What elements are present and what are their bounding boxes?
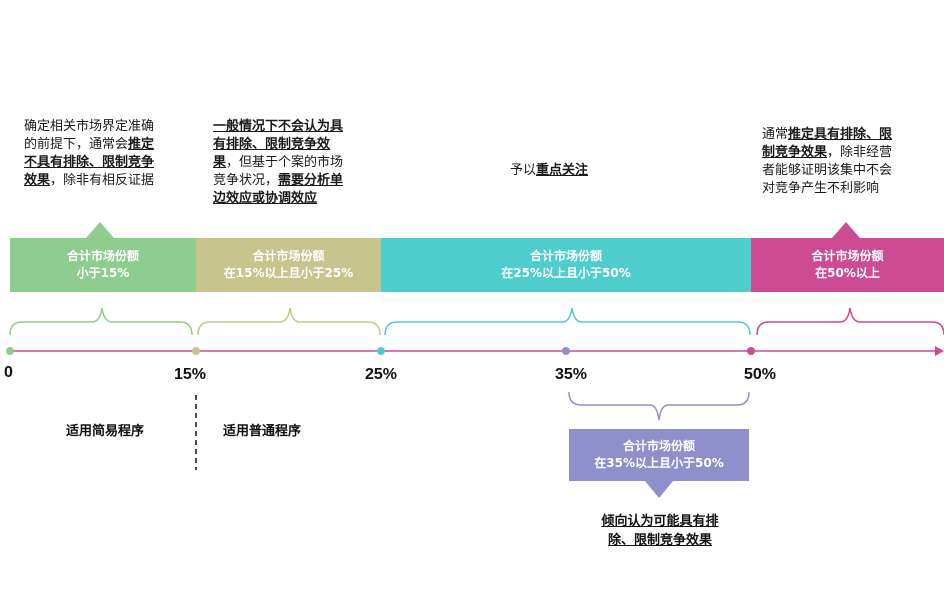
bar-seg1-title: 合计市场份额 xyxy=(66,249,139,263)
bar-seg1: 合计市场份额 小于15% xyxy=(10,238,196,292)
desc-seg4: 通常推定具有排除、限 制竞争效果，除非经营 者能够证明该集中不会 对竞争产生不利… xyxy=(762,127,893,196)
desc-seg2: 一般情况下不会认为具 有排除、限制竞争效 果，但基于个案的市场 竞争状况，需要分… xyxy=(213,119,344,206)
sub-range-box: 合计市场份额 在35%以上且小于50% xyxy=(569,429,749,481)
sub-range-note: 倾向认为可能具有排 除、限制竞争效果 xyxy=(601,514,719,548)
bar-seg4: 合计市场份额 在50%以上 xyxy=(751,238,944,292)
procedure-simple: 适用简易程序 xyxy=(66,424,145,439)
pointer-seg4 xyxy=(832,222,860,238)
bar-seg2-range: 在15%以上且小于25% xyxy=(223,266,354,280)
bar-seg4-range: 在50%以上 xyxy=(815,266,880,280)
bar-seg2: 合计市场份额 在15%以上且小于25% xyxy=(196,238,381,292)
pointer-seg1 xyxy=(86,222,114,238)
axis-dot-25 xyxy=(377,347,385,355)
axis-dot-15 xyxy=(192,347,200,355)
pointer-sub-range xyxy=(645,481,673,498)
axis-dot-35 xyxy=(562,347,570,355)
sub-range-title: 合计市场份额 xyxy=(622,439,695,453)
brace-sub-range xyxy=(568,391,750,421)
tick-label-50: 50% xyxy=(744,366,777,383)
axis-dot-50 xyxy=(747,347,755,355)
brace-seg3 xyxy=(384,307,751,336)
bar-seg4-title: 合计市场份额 xyxy=(811,249,884,263)
sub-range-range: 在35%以上且小于50% xyxy=(594,456,724,470)
bar-seg3: 合计市场份额 在25%以上且小于50% xyxy=(381,238,751,292)
desc-seg1: 确定相关市场界定准确 的前提下，通常会推定 不具有排除、限制竞争 效果，除非有相… xyxy=(24,119,155,188)
bar-seg1-range: 小于15% xyxy=(76,266,130,280)
brace-seg4 xyxy=(756,307,944,336)
desc-seg3: 予以重点关注 xyxy=(510,163,589,178)
procedure-normal: 适用普通程序 xyxy=(223,424,302,439)
brace-seg1 xyxy=(9,307,193,336)
tick-label-15: 15% xyxy=(174,366,207,383)
bar-seg3-range: 在25%以上且小于50% xyxy=(501,266,631,280)
axis-dot-0 xyxy=(6,347,14,355)
tick-label-0: 0 xyxy=(4,364,13,381)
bar-seg2-title: 合计市场份额 xyxy=(252,249,325,263)
axis-arrow xyxy=(935,346,944,356)
tick-label-35: 35% xyxy=(555,366,588,383)
brace-seg2 xyxy=(197,307,381,336)
tick-label-25: 25% xyxy=(365,366,398,383)
bar-seg3-title: 合计市场份额 xyxy=(529,249,602,263)
